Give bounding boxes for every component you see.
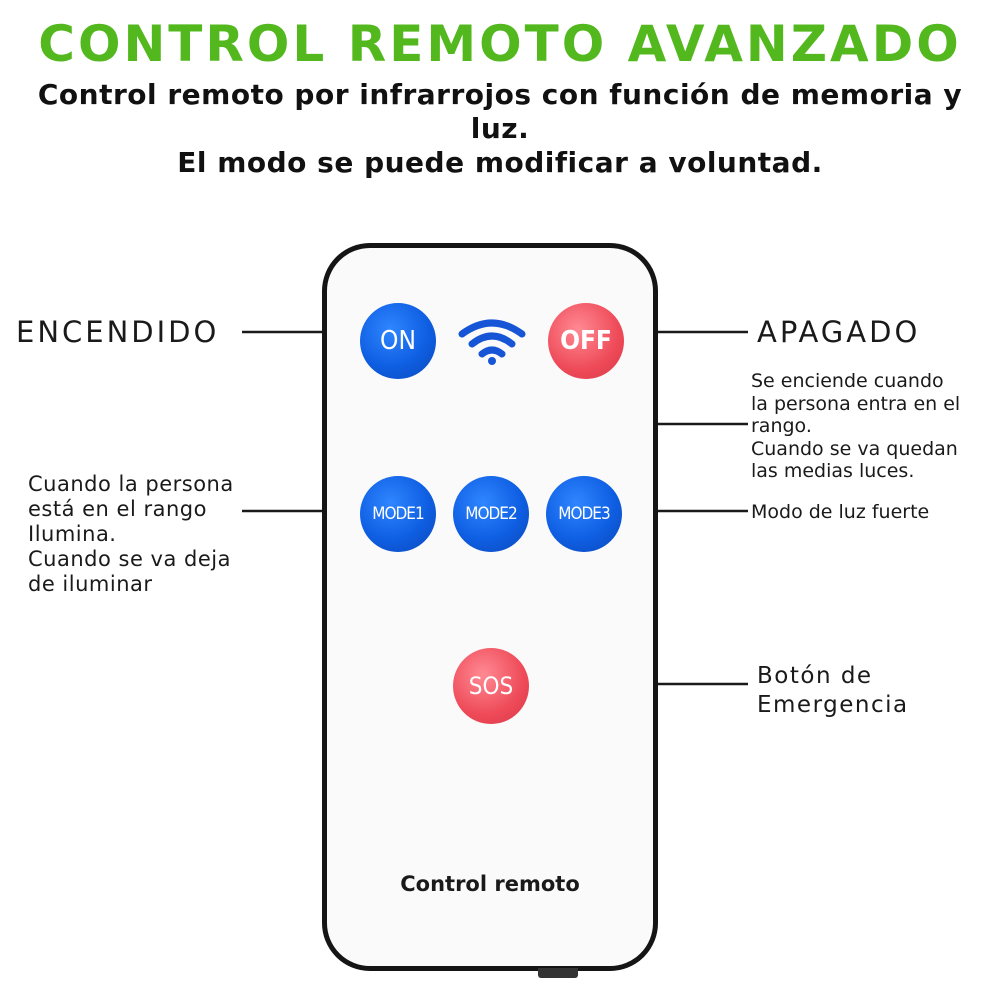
- callout-mode2-line: rango.: [751, 415, 812, 437]
- callout-mode2-line: las medias luces.: [751, 460, 915, 482]
- on-button-label: ON: [380, 326, 416, 356]
- callout-sos-line: Botón de: [757, 663, 873, 689]
- sos-button-label: SOS: [468, 672, 514, 700]
- callout-mode1-line: está en el rango: [28, 497, 207, 521]
- callout-mode2: Se enciende cuando la persona entra en e…: [751, 370, 960, 483]
- subtitle-line-2: El modo se puede modificar a voluntad.: [177, 146, 823, 179]
- mode2-button[interactable]: MODE2: [453, 476, 529, 552]
- callout-mode1-line: Ilumina.: [28, 522, 117, 546]
- subtitle-line-1: Control remoto por infrarrojos con funci…: [37, 78, 963, 145]
- callout-mode1: Cuando la persona está en el rango Ilumi…: [28, 472, 234, 597]
- off-button[interactable]: OFF: [548, 303, 624, 379]
- callout-sos-line: Emergencia: [757, 692, 909, 718]
- remote-bottom-tab: [538, 968, 578, 978]
- mode3-button-label: MODE3: [558, 504, 610, 524]
- callout-mode3: Modo de luz fuerte: [751, 501, 930, 523]
- mode2-button-label: MODE2: [465, 504, 517, 524]
- callout-on: ENCENDIDO: [16, 315, 220, 349]
- callout-mode2-line: Cuando se va quedan: [751, 437, 958, 460]
- wifi-signal-icon: [458, 319, 526, 365]
- off-button-label: OFF: [560, 326, 612, 356]
- page-subtitle: Control remoto por infrarrojos con funci…: [20, 78, 980, 180]
- callout-mode2-line: la persona entra en el: [751, 392, 961, 415]
- callout-off: APAGADO: [757, 315, 921, 349]
- mode1-button[interactable]: MODE1: [360, 476, 436, 552]
- mode3-button[interactable]: MODE3: [546, 476, 622, 552]
- callout-sos: Botón de Emergencia: [757, 662, 909, 720]
- remote-label: Control remoto: [400, 872, 580, 896]
- mode1-button-label: MODE1: [372, 504, 424, 524]
- callout-mode2-line: Se enciende cuando: [751, 370, 944, 392]
- sos-button[interactable]: SOS: [453, 648, 529, 724]
- callout-mode1-line: Cuando se va deja: [28, 547, 231, 571]
- page-title: CONTROL REMOTO AVANZADO: [38, 15, 962, 73]
- on-button[interactable]: ON: [360, 303, 436, 379]
- callout-mode1-line: de iluminar: [28, 572, 153, 596]
- callout-mode1-line: Cuando la persona: [28, 472, 234, 496]
